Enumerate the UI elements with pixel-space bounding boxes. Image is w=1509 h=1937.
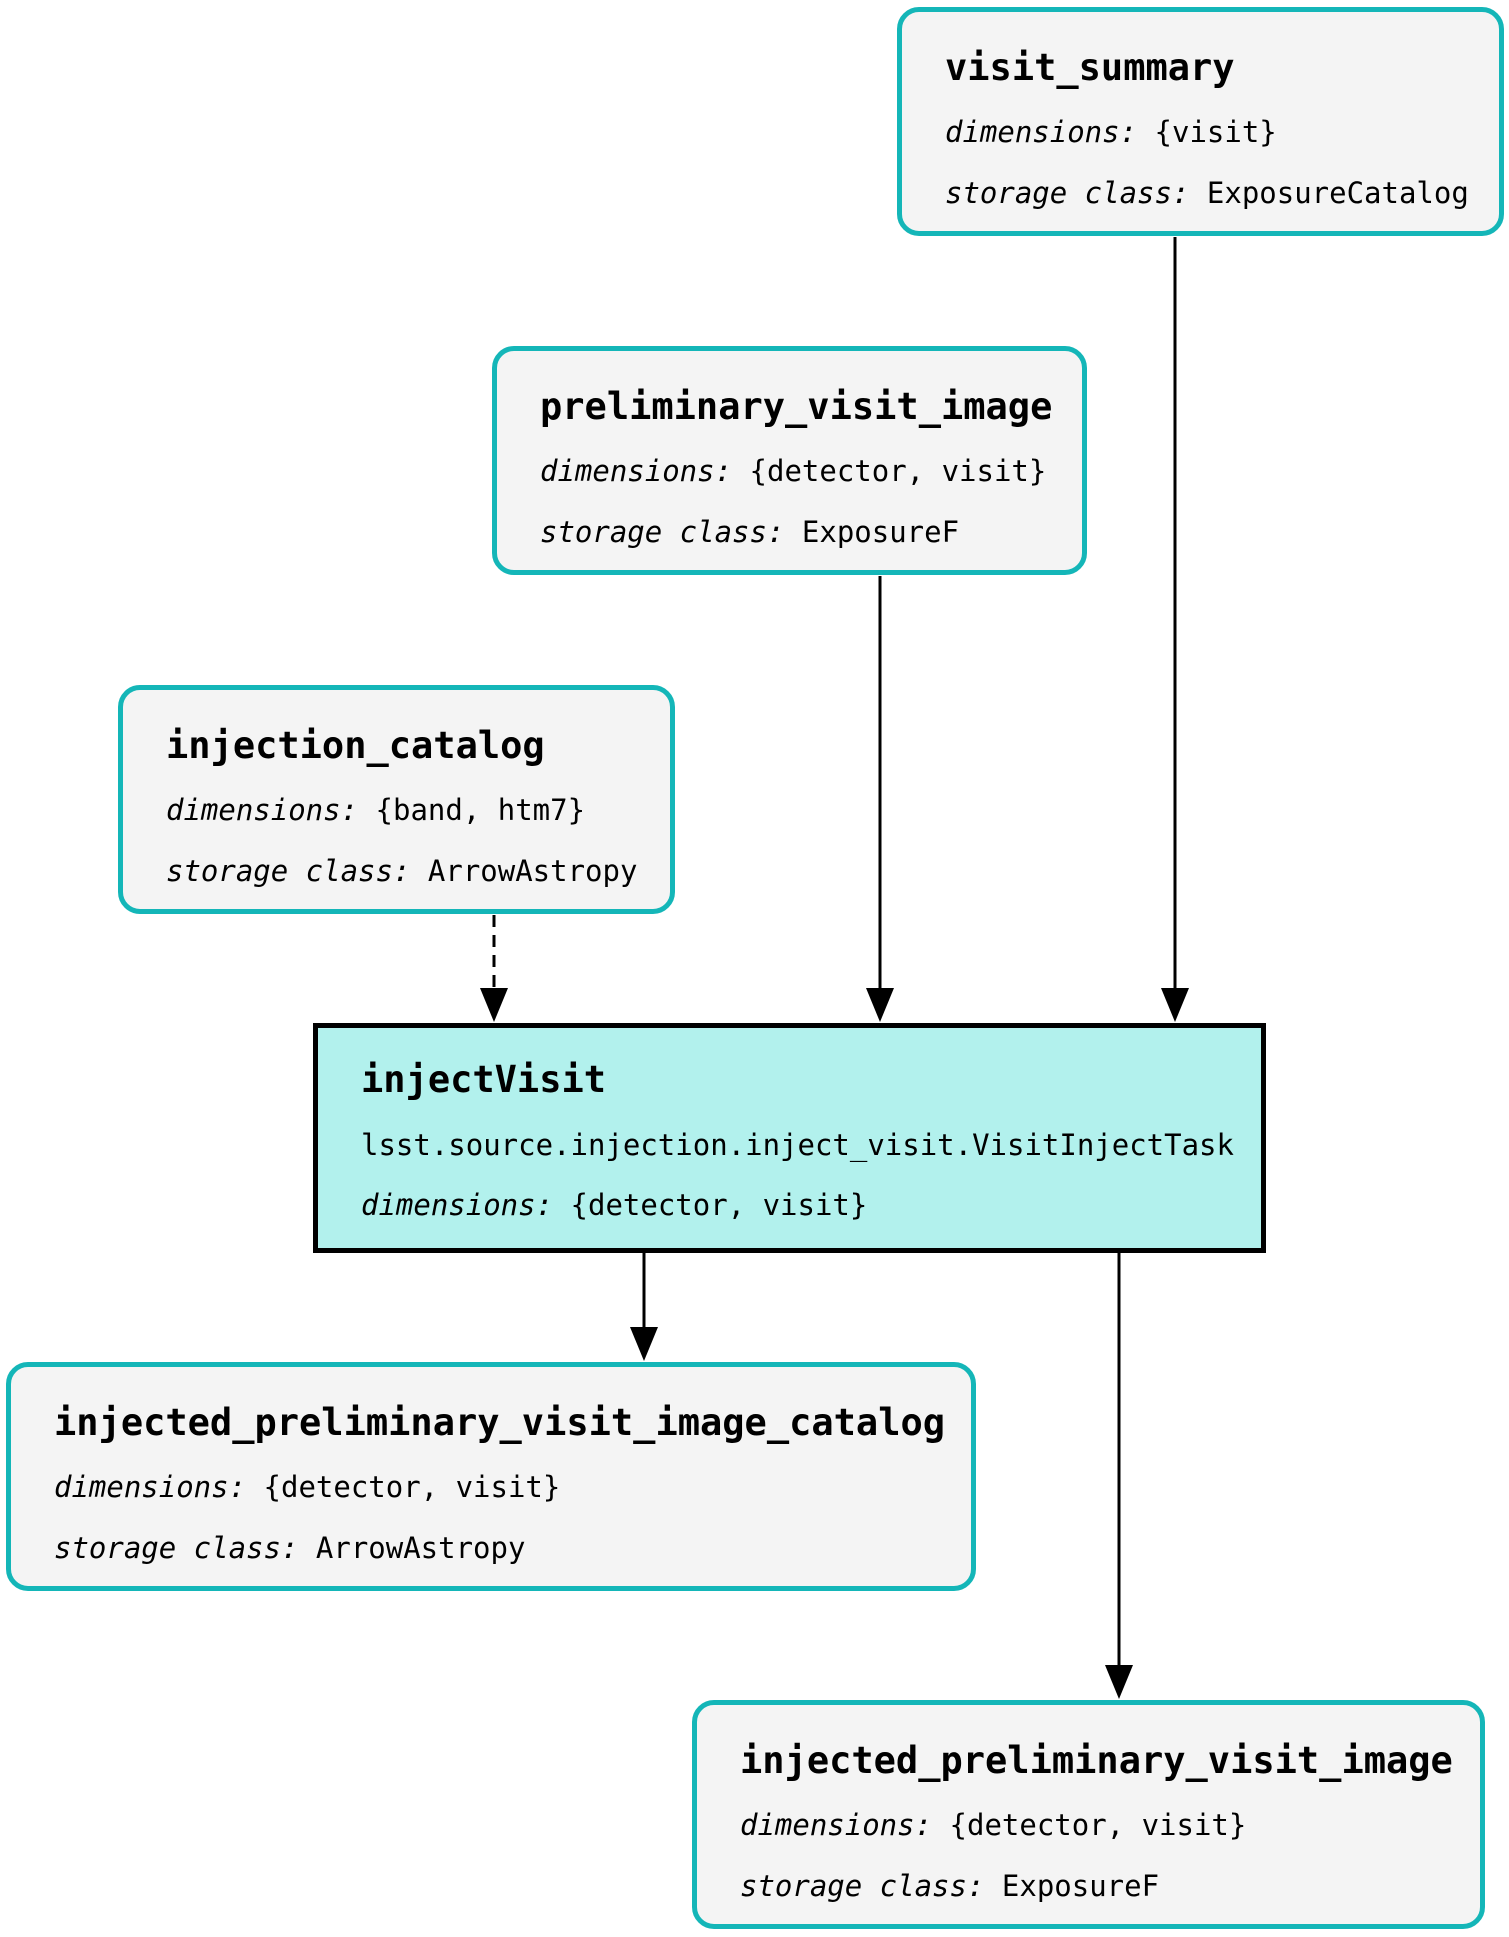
node-title: visit_summary: [945, 46, 1235, 89]
node-dimensions: dimensions: {visit}: [945, 115, 1277, 149]
task-title: injectVisit: [361, 1058, 607, 1101]
dimensions-value: {band, htm7}: [375, 793, 586, 827]
arrowhead-icon: [1161, 988, 1189, 1022]
dataset-node-injected-preliminary-visit-image-catalog[interactable]: injected_preliminary_visit_image_catalog…: [6, 1362, 976, 1591]
dataset-node-preliminary-visit-image[interactable]: preliminary_visit_image dimensions: {det…: [492, 346, 1087, 575]
node-title: injected_preliminary_visit_image: [740, 1739, 1453, 1782]
node-storage-class: storage class: ExposureCatalog: [945, 176, 1469, 210]
node-dimensions: dimensions: {detector, visit}: [540, 454, 1046, 488]
node-storage-class: storage class: ArrowAstropy: [54, 1531, 525, 1565]
storage-class-label: storage class:: [740, 1869, 985, 1903]
arrowhead-icon: [630, 1327, 658, 1361]
storage-class-value: ExposureF: [801, 515, 960, 549]
node-title: preliminary_visit_image: [540, 385, 1053, 428]
arrowhead-icon: [866, 988, 894, 1022]
node-dimensions: dimensions: {detector, visit}: [740, 1808, 1246, 1842]
arrowhead-icon: [480, 988, 508, 1022]
node-title: injected_preliminary_visit_image_catalog: [54, 1401, 946, 1444]
node-dimensions: dimensions: {detector, visit}: [54, 1470, 560, 1504]
node-storage-class: storage class: ExposureF: [740, 1869, 1159, 1903]
node-storage-class: storage class: ExposureF: [540, 515, 959, 549]
node-dimensions: dimensions: {band, htm7}: [166, 793, 585, 827]
dataset-node-injection-catalog[interactable]: injection_catalog dimensions: {band, htm…: [118, 685, 675, 914]
dimensions-label: dimensions:: [540, 454, 733, 488]
dimensions-value: {detector, visit}: [949, 1808, 1247, 1842]
dimensions-label: dimensions:: [740, 1808, 933, 1842]
dimensions-label: dimensions:: [945, 115, 1138, 149]
arrowhead-icon: [1105, 1665, 1133, 1699]
dimensions-value: {detector, visit}: [263, 1470, 561, 1504]
node-storage-class: storage class: ArrowAstropy: [166, 854, 637, 888]
dataset-node-injected-preliminary-visit-image[interactable]: injected_preliminary_visit_image dimensi…: [692, 1700, 1485, 1929]
dimensions-label: dimensions:: [54, 1470, 247, 1504]
storage-class-value: ExposureCatalog: [1206, 176, 1469, 210]
storage-class-value: ArrowAstropy: [427, 854, 638, 888]
dimensions-label: dimensions:: [166, 793, 359, 827]
storage-class-label: storage class:: [945, 176, 1190, 210]
node-title: injection_catalog: [166, 724, 545, 767]
task-node-injectvisit[interactable]: injectVisit lsst.source.injection.inject…: [313, 1023, 1266, 1253]
task-class-path: lsst.source.injection.inject_visit.Visit…: [361, 1128, 1234, 1162]
storage-class-label: storage class:: [540, 515, 785, 549]
dimensions-label: dimensions:: [361, 1188, 554, 1222]
storage-class-label: storage class:: [54, 1531, 299, 1565]
dataset-node-visit-summary[interactable]: visit_summary dimensions: {visit} storag…: [897, 7, 1504, 236]
storage-class-label: storage class:: [166, 854, 411, 888]
storage-class-value: ArrowAstropy: [315, 1531, 526, 1565]
dimensions-value: {detector, visit}: [749, 454, 1047, 488]
storage-class-value: ExposureF: [1001, 1869, 1160, 1903]
node-dimensions: dimensions: {detector, visit}: [361, 1188, 867, 1222]
dimensions-value: {detector, visit}: [570, 1188, 868, 1222]
dimensions-value: {visit}: [1154, 115, 1277, 149]
